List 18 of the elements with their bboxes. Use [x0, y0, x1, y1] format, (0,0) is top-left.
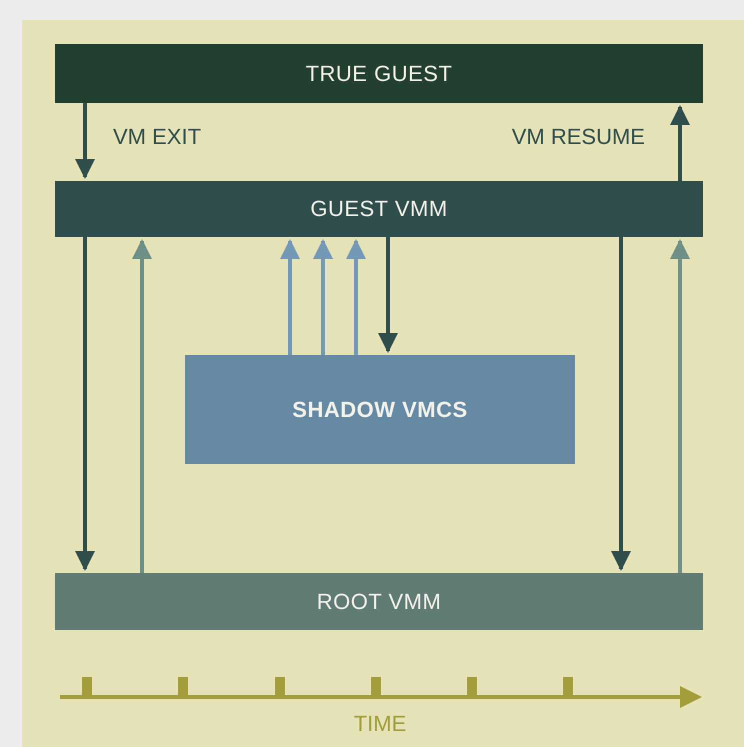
arrow	[611, 237, 631, 571]
node-label: ROOT VMM	[316, 588, 442, 614]
arrow	[280, 239, 300, 355]
arrow	[346, 239, 366, 355]
node-label: SHADOW VMCS	[292, 396, 468, 422]
process-bar	[55, 44, 703, 103]
arrow	[670, 105, 690, 181]
arrow	[378, 237, 398, 353]
arrow	[313, 239, 333, 355]
node-label: TRUE GUEST	[306, 60, 452, 86]
process-box	[185, 355, 575, 464]
arrow	[75, 103, 95, 179]
process-bar	[55, 181, 703, 237]
arrow	[132, 239, 152, 573]
node-label: GUEST VMM	[310, 196, 448, 222]
process-bar	[55, 573, 703, 630]
arrow	[670, 239, 690, 573]
arrow	[75, 237, 95, 571]
